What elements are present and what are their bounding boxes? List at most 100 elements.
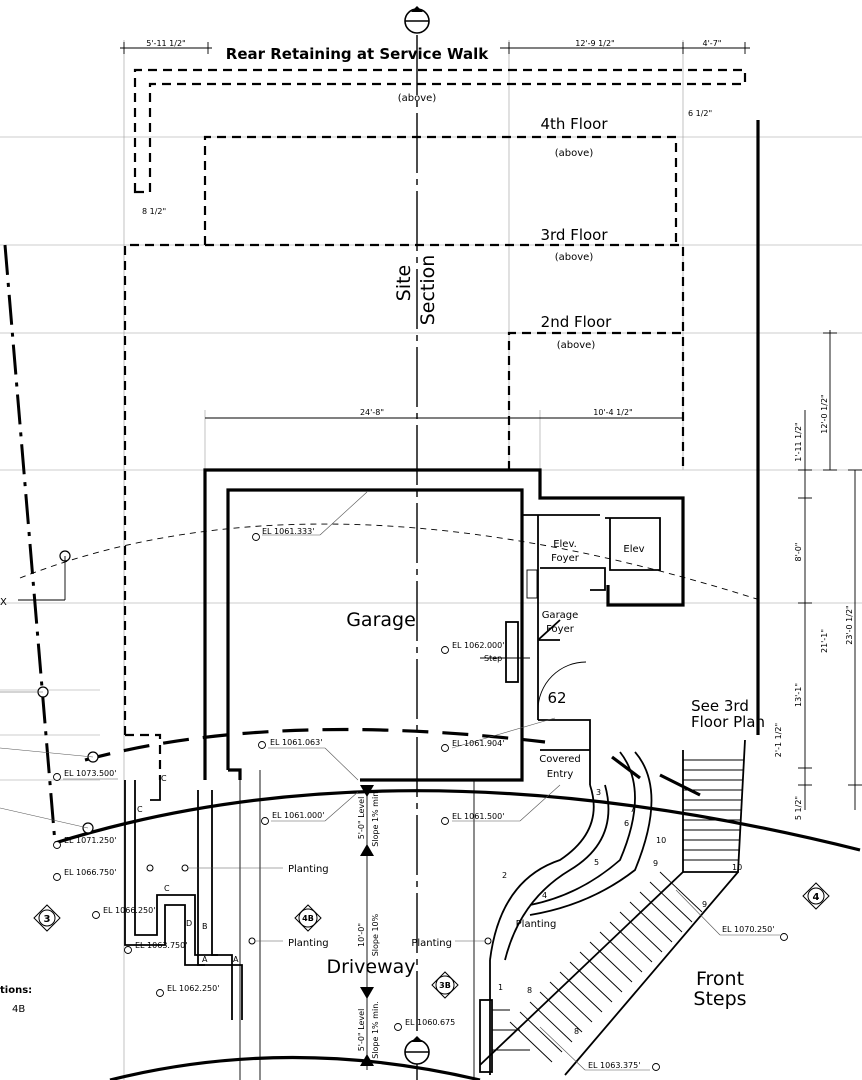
- upper-floor-outlines: [123, 68, 747, 780]
- rear-retaining-above: (above): [398, 93, 437, 104]
- step-n3: 3: [596, 788, 601, 797]
- garage-foyer-label-2: Foyer: [546, 624, 575, 635]
- slope-text-6: Slope 1% min.: [371, 1001, 380, 1059]
- elevation-13: EL 1060.675: [405, 1018, 455, 1027]
- building-walls: [203, 468, 685, 785]
- letter-a2: A: [233, 955, 239, 964]
- step-n8a: 8: [527, 986, 532, 995]
- elevation-11: EL 1063.750': [135, 941, 187, 950]
- site-section-line: [404, 6, 430, 1080]
- step-n10a: 10: [656, 836, 666, 845]
- step-numbers: 1 2 3 4 5 6 7 8 8 9 9 10 10 A A B C C C …: [137, 774, 742, 1036]
- upper-stair: [611, 739, 746, 873]
- dim-top-1: 5'-11 1/2": [146, 39, 185, 48]
- elevation-12: EL 1062.250': [167, 984, 219, 993]
- dim-top-4: 6 1/2": [688, 109, 712, 118]
- covered-entry-label-2: Entry: [547, 769, 574, 780]
- spot-elevations: EL 1061.333' EL 1062.000' EL 1061.063' E…: [53, 491, 788, 1071]
- room-number-62: 62: [547, 689, 566, 707]
- elevation-6: EL 1071.250': [64, 836, 116, 845]
- see-3rd-label-1: See 3rd: [691, 697, 749, 715]
- right-dimensions: 1'-11 1/2" 12'-0 1/2" 8'-0" 21'-1" 13'-1…: [774, 330, 862, 820]
- planting-label-1: Planting: [288, 864, 329, 875]
- slope-text-5: 5'-0" Level: [357, 1009, 366, 1052]
- property-lines: X: [0, 120, 861, 1080]
- section-tags: 3 4 4B 3B: [33, 882, 830, 999]
- slope-text-1: 5'-0" Level: [357, 797, 366, 840]
- dim-garage-width: 24'-8": [360, 408, 384, 417]
- see-3rd-label-2: Floor Plan: [691, 713, 765, 731]
- step-label: Step: [484, 654, 502, 663]
- letter-b: B: [202, 922, 208, 931]
- slope-text-4: Slope 10%: [371, 913, 380, 956]
- step-n9a: 9: [653, 859, 658, 868]
- dim-foyer-width: 10'-4 1/2": [593, 408, 632, 417]
- fourth-floor-above: (above): [555, 148, 594, 159]
- offpage-label: X: [0, 597, 7, 608]
- dim-right-8: 5 1/2": [794, 796, 803, 820]
- dim-right-5: 13'-1": [794, 683, 803, 707]
- third-floor-above: (above): [555, 252, 594, 263]
- step-n7: 7: [630, 805, 635, 814]
- dim-right-4: 21'-1": [820, 629, 829, 653]
- planting-label-4: Planting: [516, 919, 557, 930]
- step-n9b: 9: [702, 900, 707, 909]
- dim-right-1: 1'-11 1/2": [794, 422, 803, 461]
- dim-right-2: 12'-0 1/2": [820, 394, 829, 433]
- front-steps-label-2: Steps: [693, 988, 746, 1010]
- dim-top-2: 12'-9 1/2": [575, 39, 614, 48]
- planting-callouts: Planting Planting Planting Planting: [146, 864, 557, 949]
- elevation-1: EL 1061.333': [262, 527, 314, 536]
- driveway-label: Driveway: [326, 956, 415, 978]
- elevations-note-label: tions:: [0, 985, 32, 996]
- elevations-note-ref: 4B: [12, 1004, 25, 1015]
- elevation-10: EL 1066.250': [103, 906, 155, 915]
- elevation-8: EL 1061.500': [452, 812, 504, 821]
- step-n10b: 10: [732, 863, 742, 872]
- second-floor-above: (above): [557, 340, 596, 351]
- walkways: [479, 751, 739, 1076]
- slope-text-3: 10'-0": [357, 923, 366, 947]
- second-floor-label: 2nd Floor: [541, 313, 612, 331]
- slope-text-2: Slope 1% min.: [371, 789, 380, 847]
- dim-right-7: 2'-1 1/2": [774, 723, 783, 757]
- reference-lines: [0, 40, 862, 1080]
- elevation-5: EL 1073.500': [64, 769, 116, 778]
- covered-entry-label-1: Covered: [539, 754, 581, 765]
- elevation-15: EL 1063.375': [588, 1061, 640, 1070]
- elev-foyer-label-1: Elev.: [553, 539, 577, 550]
- site-section-label-2: Section: [417, 255, 439, 326]
- elev-label: Elev: [623, 544, 644, 555]
- elev-foyer-label-2: Foyer: [551, 553, 580, 564]
- step-n1: 1: [498, 983, 503, 992]
- step-n2: 2: [502, 871, 507, 880]
- elevation-7: EL 1061.000': [272, 811, 324, 820]
- step-n6: 6: [624, 819, 629, 828]
- garage-label: Garage: [346, 609, 416, 631]
- letter-c1: C: [164, 884, 170, 893]
- dim-top-5: 8 1/2": [142, 207, 166, 216]
- step-n4: 4: [542, 891, 547, 900]
- elevation-14: EL 1070.250': [722, 925, 774, 934]
- dim-top-3: 4'-7": [703, 39, 722, 48]
- slope-markers: 5'-0" Level Slope 1% min. 10'-0" Slope 1…: [357, 785, 380, 1070]
- planting-label-3: Planting: [411, 938, 452, 949]
- tag-3b: 3B: [439, 981, 451, 990]
- planting-label-2: Planting: [288, 938, 329, 949]
- tag-4: 4: [813, 892, 820, 903]
- top-dimensions: 5'-11 1/2" 12'-9 1/2" 4'-7" 6 1/2" 8 1/2…: [120, 39, 750, 419]
- letter-d: D: [186, 919, 192, 928]
- elevation-2: EL 1062.000': [452, 641, 504, 650]
- fourth-floor-label: 4th Floor: [540, 115, 608, 133]
- elevation-3: EL 1061.063': [270, 738, 322, 747]
- step-n8b: 8: [574, 1027, 579, 1036]
- elevation-9: EL 1066.750': [64, 868, 116, 877]
- site-section-label-1: Site: [393, 265, 415, 301]
- elevation-4: EL 1061.904': [452, 739, 504, 748]
- left-planters: [124, 770, 475, 1080]
- tag-3: 3: [44, 914, 51, 925]
- front-steps-label-1: Front: [696, 968, 744, 990]
- dim-right-3: 8'-0": [794, 543, 803, 562]
- garage-foyer-label-1: Garage: [542, 610, 579, 621]
